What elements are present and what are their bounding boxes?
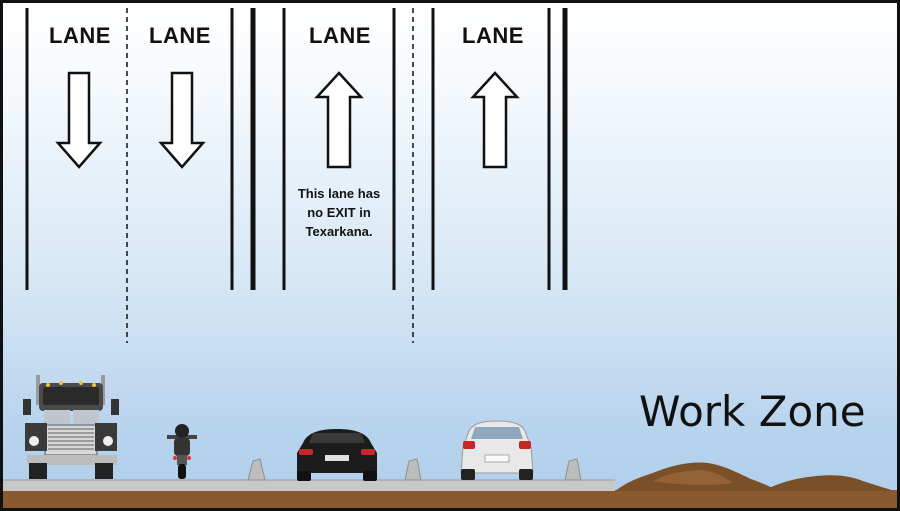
semi-truck — [23, 375, 119, 479]
jersey-barrier — [564, 458, 582, 481]
lane-lines — [25, 8, 568, 343]
lane-note: This lane has no EXIT in Texarkana. — [283, 184, 395, 241]
lane-label: LANE — [49, 23, 111, 48]
arrow-down-icon — [158, 71, 206, 169]
lane-note-line: This lane has — [297, 186, 381, 201]
road-graphics — [3, 8, 897, 508]
arrow-up-icon — [314, 71, 364, 169]
lane-label: LANE — [149, 23, 211, 48]
lane-label: LANE — [462, 23, 524, 48]
work-zone-label: Work Zone — [639, 387, 866, 436]
dirt-pile — [615, 462, 895, 491]
jersey-barrier — [247, 458, 266, 481]
lane-label: LANE — [309, 23, 371, 48]
motorcycle — [167, 424, 197, 479]
lane-note-line: Texarkana. — [305, 224, 373, 239]
road-surface — [3, 480, 615, 491]
arrow-up-icon — [470, 71, 520, 169]
black-convertible — [297, 429, 377, 481]
white-hatchback — [460, 420, 534, 480]
dirt-ground — [3, 490, 897, 508]
jersey-barrier — [404, 458, 422, 481]
lane-note-line: no EXIT in — [307, 205, 371, 220]
arrow-down-icon — [55, 71, 103, 169]
